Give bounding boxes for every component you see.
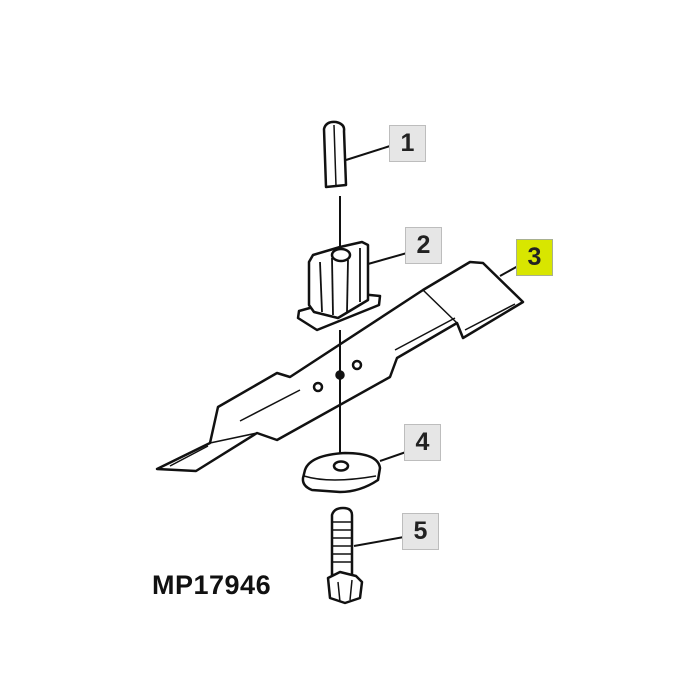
callout-4[interactable]: 4: [404, 424, 441, 461]
pin-part: [322, 120, 348, 189]
figure-code-label: MP17946: [152, 570, 272, 600]
callout-2[interactable]: 2: [405, 227, 442, 264]
leader-lines: [345, 145, 519, 547]
washer-part: [301, 451, 382, 494]
leader-line-3: [499, 265, 519, 277]
leader-line-2: [367, 252, 408, 265]
callout-5[interactable]: 5: [402, 513, 439, 550]
callout-3-highlighted[interactable]: 3: [516, 239, 553, 276]
leader-line-5: [353, 536, 405, 547]
adapter-part: [296, 240, 382, 332]
leader-line-4: [379, 451, 407, 462]
leader-line-1: [345, 145, 391, 161]
callout-1[interactable]: 1: [389, 125, 426, 162]
bolt-part: [326, 506, 364, 605]
